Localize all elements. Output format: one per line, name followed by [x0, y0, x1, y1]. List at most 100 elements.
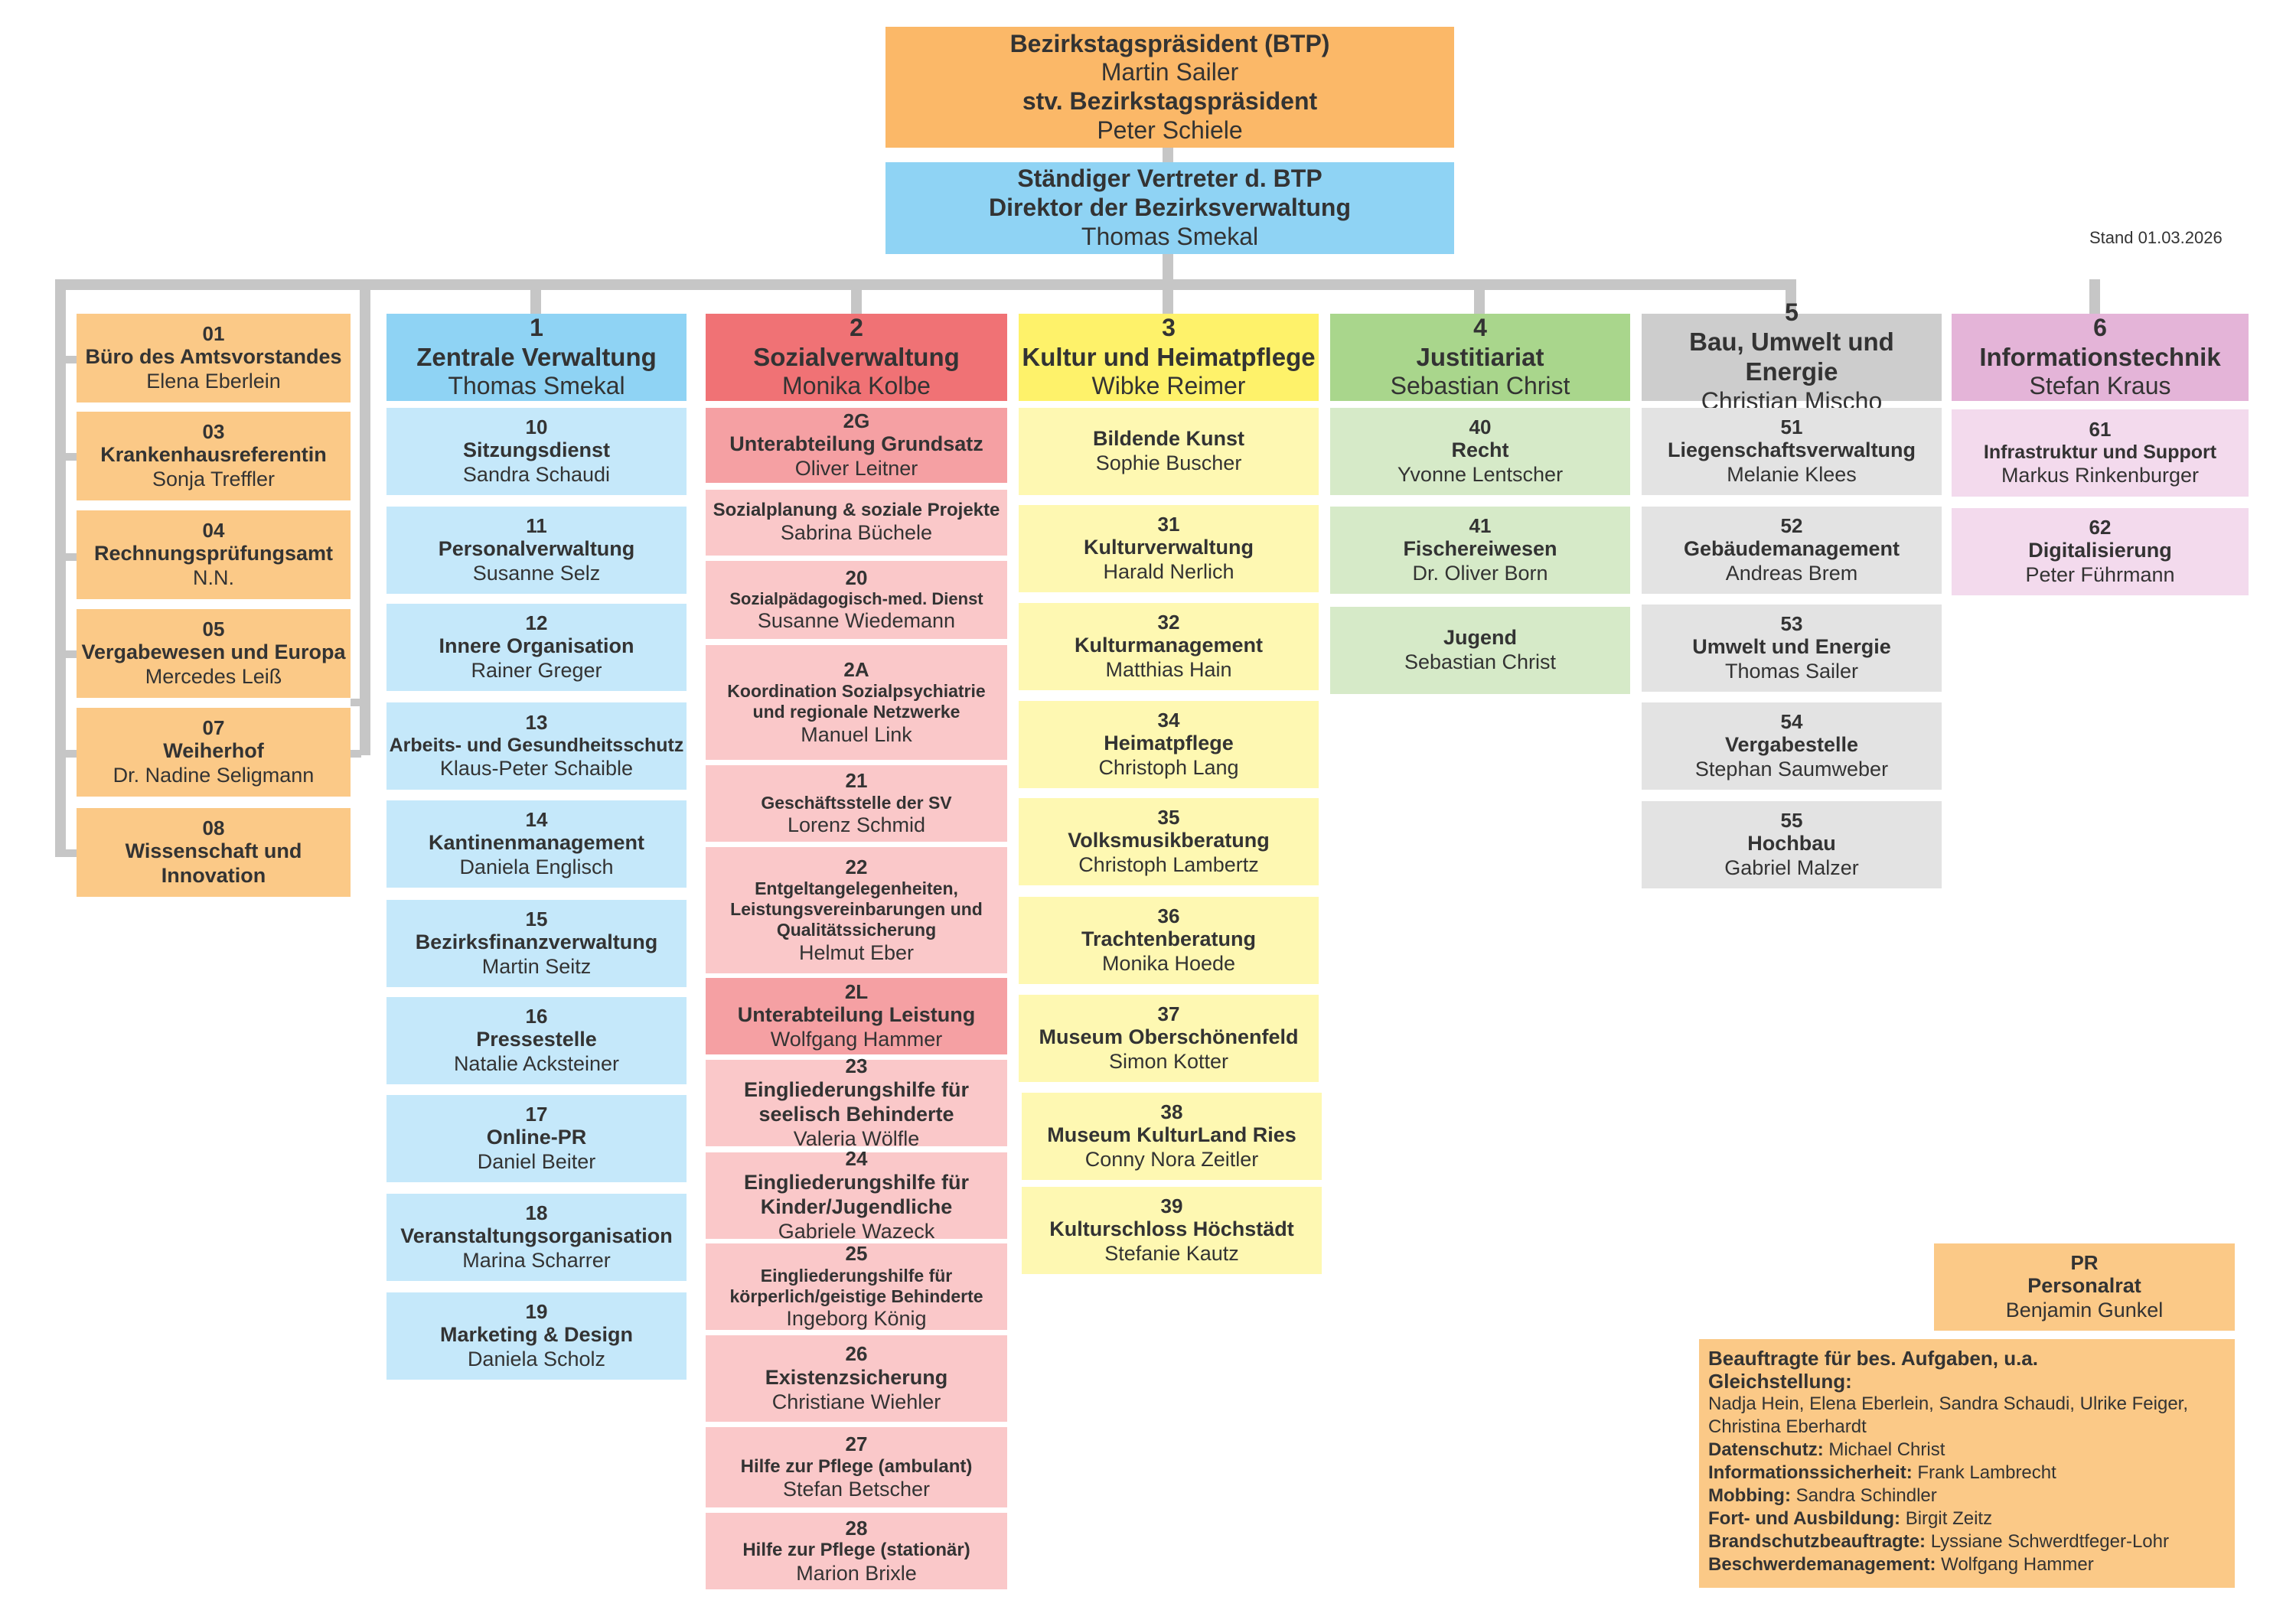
- dept-number: 6: [2093, 313, 2107, 341]
- dept-number: 4: [1473, 313, 1487, 341]
- staff-unit-04: 04 Rechnungsprüfungsamt N.N.: [77, 510, 351, 599]
- unit-number: 51: [1780, 415, 1803, 438]
- dept-5-header: 5 Bau, Umwelt und Energie Christian Misc…: [1642, 298, 1942, 415]
- unit-title: Bildende Kunst: [1092, 427, 1244, 451]
- unit-title: Personalverwaltung: [438, 537, 635, 561]
- unit-number: 21: [845, 769, 868, 793]
- unit-head: Susanne Wiedemann: [757, 609, 956, 633]
- unit-head: Melanie Klees: [1727, 463, 1857, 487]
- unit-34: 34 Heimatpflege Christoph Lang: [1019, 701, 1319, 788]
- dept-title: Bau, Umwelt und Energie: [1689, 328, 1894, 386]
- unit-head: Stephan Saumweber: [1694, 758, 1889, 781]
- unit-number: 2L: [844, 979, 869, 1003]
- unit-head: Mercedes Leiß: [145, 665, 282, 689]
- unit-head: Marion Brixle: [796, 1561, 917, 1585]
- unit-head: Lorenz Schmid: [787, 813, 926, 836]
- unit-39: 39 Kulturschloss Höchstädt Stefanie Kaut…: [1022, 1187, 1322, 1274]
- unit-head: Dr. Oliver Born: [1412, 562, 1548, 585]
- item-label: Mobbing:: [1708, 1485, 1791, 1506]
- connector-staff-tick: [66, 553, 77, 561]
- item-label: Brandschutzbeauftragte:: [1708, 1531, 1926, 1552]
- unit-title: Jugend: [1443, 626, 1517, 650]
- unit-head: Oliver Leitner: [794, 457, 918, 481]
- beauftragte-beschwerde: Beschwerdemanagement: Wolfgang Hammer: [1708, 1553, 2226, 1576]
- connector-staff-tick: [66, 356, 77, 363]
- unit-head: Sonja Treffler: [152, 468, 276, 491]
- unit-19: 19 Marketing & Design Daniela Scholz: [386, 1292, 687, 1380]
- unit-head: Elena Eberlein: [146, 370, 281, 393]
- unit-head: Sebastian Christ: [1404, 650, 1557, 673]
- unit-14: 14 Kantinenmanagement Daniela Englisch: [386, 800, 687, 888]
- unit-number: 22: [845, 855, 868, 878]
- unit-head: Manuel Link: [801, 722, 912, 746]
- unit-head: Rainer Greger: [471, 659, 602, 683]
- unit-head: Harald Nerlich: [1103, 560, 1234, 584]
- unit-head: Daniela Englisch: [459, 855, 614, 879]
- item-label: Beschwerdemanagement:: [1708, 1554, 1936, 1575]
- unit-title: Online-PR: [486, 1126, 587, 1149]
- unit-title: Sozialplanung & soziale Projekte: [713, 499, 1000, 520]
- unit-54: 54 Vergabestelle Stephan Saumweber: [1642, 702, 1942, 790]
- unit-20: 20 Sozialpädagogisch-med. Dienst Susanne…: [706, 561, 1007, 639]
- unit-12: 12 Innere Organisation Rainer Greger: [386, 604, 687, 691]
- item-value: Sandra Schindler: [1795, 1485, 1937, 1506]
- dept-title: Kultur und Heimatpflege: [1022, 342, 1316, 371]
- unit-number: 23: [845, 1054, 868, 1078]
- unit-number: 2A: [843, 657, 869, 681]
- unit-number: 17: [525, 1102, 548, 1126]
- stv-name: Peter Schiele: [1097, 116, 1243, 144]
- unit-62: 62 Digitalisierung Peter Führmann: [1952, 508, 2249, 595]
- unit-title: Vergabewesen und Europa: [81, 640, 346, 664]
- dept-title: Justitiariat: [1416, 342, 1544, 371]
- btp-name: Martin Sailer: [1101, 58, 1239, 86]
- beauftragte-datenschutz: Datenschutz: Michael Christ: [1708, 1439, 2226, 1462]
- unit-52: 52 Gebäudemanagement Andreas Brem: [1642, 507, 1942, 594]
- unit-title: Sozialpädagogisch-med. Dienst: [729, 589, 983, 609]
- unit-37: 37 Museum Oberschönenfeld Simon Kotter: [1019, 995, 1319, 1082]
- unit-number: 07: [202, 715, 225, 739]
- unit-number: 35: [1157, 805, 1180, 829]
- unit-number: 52: [1780, 513, 1803, 537]
- connector-staff-right-tick: [351, 699, 361, 706]
- unit-title: Entgeltangelegenheiten, Leistungsvereinb…: [730, 878, 983, 940]
- unit-head: Yvonne Lentscher: [1397, 463, 1564, 487]
- director-box: Ständiger Vertreter d. BTP Direktor der …: [885, 162, 1454, 254]
- unit-head: Gabriele Wazeck: [778, 1219, 935, 1243]
- unit-number: 40: [1469, 415, 1492, 438]
- connector-dept4-drop: [1474, 279, 1485, 314]
- unit-head: Daniela Scholz: [467, 1348, 606, 1371]
- stand-date: Stand 01.03.2026: [2089, 228, 2223, 247]
- unit-number: 03: [202, 419, 225, 443]
- unit-26: 26 Existenzsicherung Christiane Wiehler: [706, 1335, 1007, 1422]
- unit-head: Daniel Beiter: [477, 1150, 596, 1174]
- pr-title: Personalrat: [2027, 1274, 2141, 1298]
- unit-41: 41 Fischereiwesen Dr. Oliver Born: [1330, 507, 1630, 594]
- unit-title: Bezirksfinanzverwaltung: [415, 930, 658, 954]
- unit-head: Christiane Wiehler: [771, 1390, 941, 1413]
- unit-title: Eingliederungshilfe für körperlich/geist…: [729, 1265, 983, 1306]
- unit-number: 25: [845, 1242, 868, 1266]
- staff-unit-07: 07 Weiherhof Dr. Nadine Seligmann: [77, 708, 351, 797]
- unit-24: 24 Eingliederungshilfe für Kinder/Jugend…: [706, 1147, 1007, 1243]
- connector-staff-tick: [66, 849, 77, 857]
- unit-number: 10: [525, 415, 548, 438]
- unit-head: Natalie Acksteiner: [453, 1052, 620, 1076]
- connector-staff-right-tick: [351, 750, 361, 758]
- unit-28: 28 Hilfe zur Pflege (stationär) Marion B…: [706, 1513, 1007, 1589]
- unit-head: Valeria Wölfle: [793, 1126, 920, 1150]
- dept-title: Sozialverwaltung: [753, 342, 960, 371]
- unit-number: 36: [1157, 904, 1180, 927]
- connector-dept5-drop: [1786, 279, 1796, 314]
- unit-number: 54: [1780, 709, 1803, 733]
- item-label: Datenschutz:: [1708, 1439, 1824, 1460]
- unit-number: 24: [845, 1147, 868, 1171]
- unit-head: Conny Nora Zeitler: [1084, 1148, 1259, 1172]
- unit-head: Martin Seitz: [481, 955, 592, 979]
- unit-number: 41: [1469, 513, 1492, 537]
- unit-number: 27: [845, 1432, 868, 1456]
- unit-23: 23 Eingliederungshilfe für seelisch Behi…: [706, 1054, 1007, 1150]
- unit-head: Simon Kotter: [1108, 1050, 1229, 1074]
- unit-13: 13 Arbeits- und Gesundheitsschutz Klaus-…: [386, 702, 687, 790]
- beauftragte-box: Beauftragte für bes. Aufgaben, u.a. Glei…: [1699, 1339, 2235, 1588]
- unit-2g: 2G Unterabteilung Grundsatz Oliver Leitn…: [706, 408, 1007, 483]
